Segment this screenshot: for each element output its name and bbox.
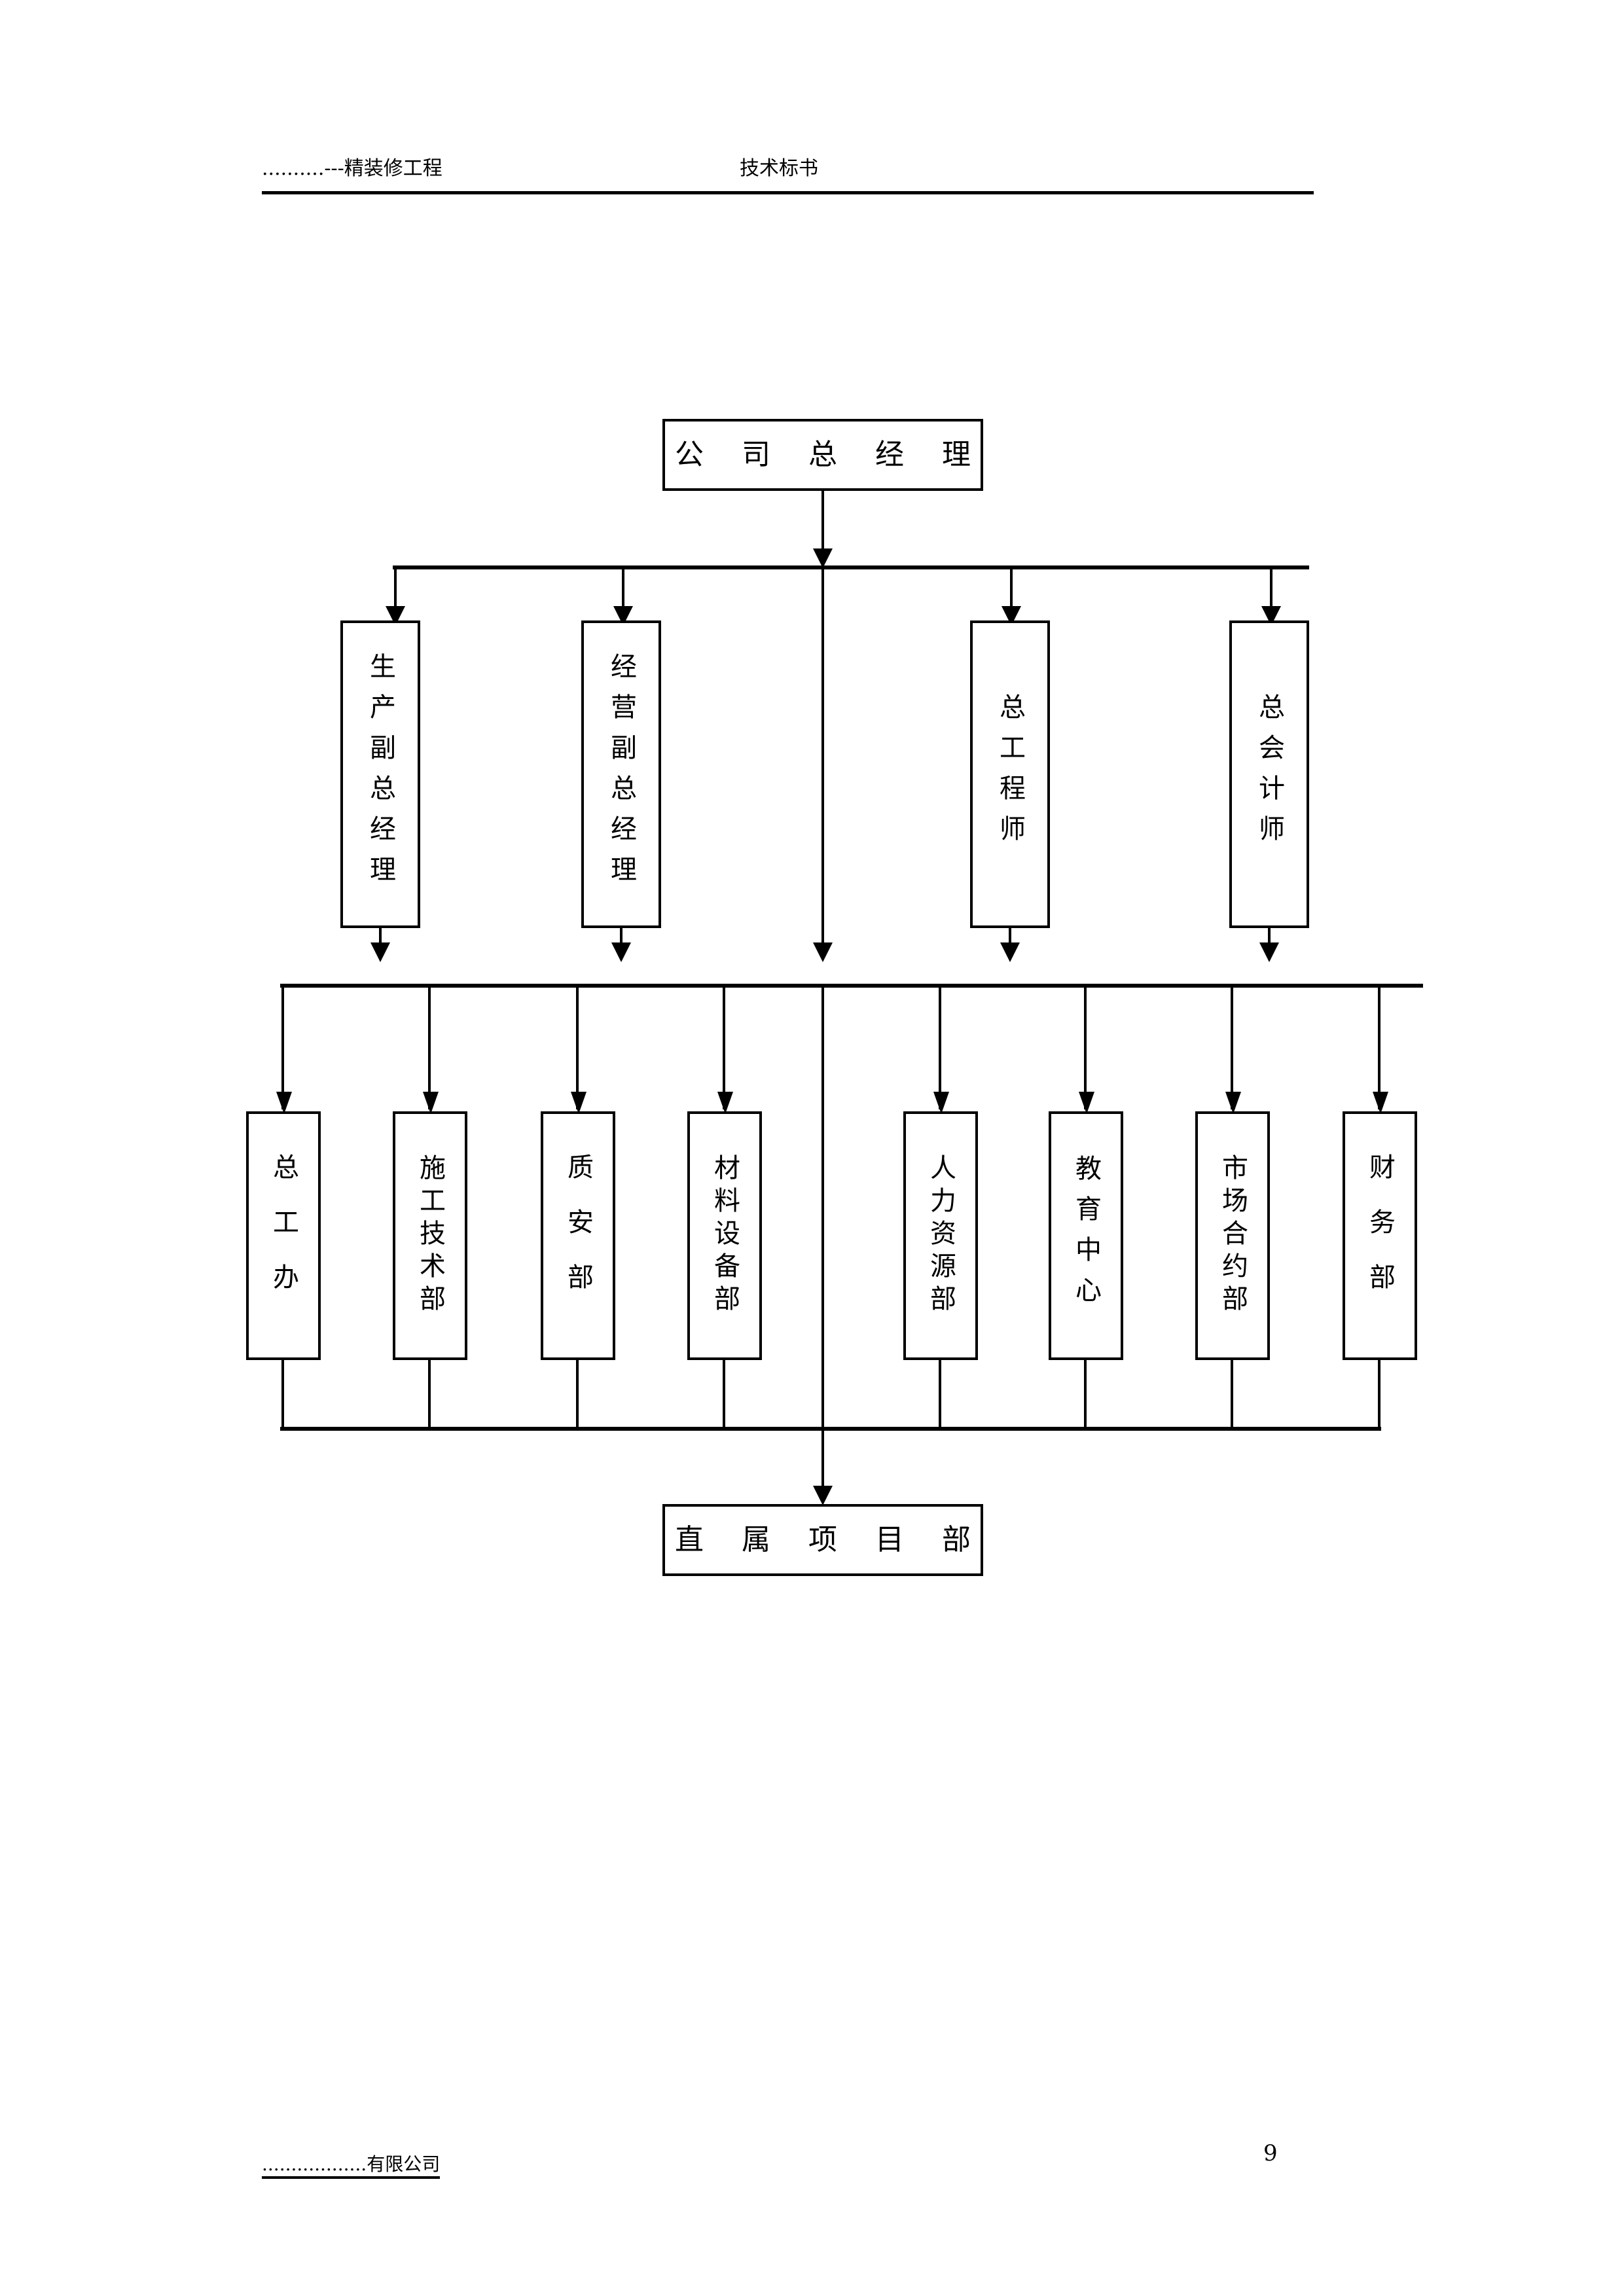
connector-bus3-to-direct-project-dept	[821, 1427, 824, 1502]
node-human-resources-dept-label: 人力资源部	[926, 1154, 956, 1318]
page-header: ..........---精装修工程 技术标书	[262, 152, 1309, 198]
node-operations-vice-gm-label: 经营副总经理	[606, 653, 636, 896]
node-chief-accountant: 总会计师	[1229, 620, 1309, 928]
arrow-bus2-to-dept-8	[1373, 1092, 1388, 1114]
connector-trunk-bus2-to-bus3	[821, 984, 824, 1429]
connector-bus1-to-operations-vgm	[622, 567, 624, 619]
bus-level2	[393, 565, 1309, 569]
bus-level3	[280, 984, 1423, 988]
connector-bus1-to-production-vgm	[394, 567, 397, 619]
collector-dept-6	[1084, 1360, 1087, 1429]
node-general-manager-label: 公 司 总 经 理	[675, 438, 983, 471]
node-construction-technology-dept: 施工技术部	[393, 1111, 467, 1360]
node-finance-dept: 财务部	[1343, 1111, 1417, 1360]
node-chief-accountant-label: 总会计师	[1254, 693, 1284, 855]
arrow-bus2-to-dept-6	[1079, 1092, 1094, 1114]
node-education-center-label: 教育中心	[1071, 1155, 1101, 1317]
node-chief-engineer-office: 总工办	[246, 1111, 321, 1360]
connector-bus2-to-dept-2	[428, 985, 431, 1109]
arrow-bus2-to-dept-4	[717, 1092, 733, 1114]
node-market-contract-dept-label: 市场合约部	[1218, 1154, 1248, 1318]
arrow-chief-engineer-to-bus2	[1000, 942, 1020, 962]
arrow-chief-accountant-to-bus2	[1259, 942, 1279, 962]
node-chief-engineer-office-label: 总工办	[268, 1153, 298, 1318]
node-general-manager: 公 司 总 经 理	[662, 419, 983, 491]
node-construction-technology-dept-label: 施工技术部	[415, 1154, 445, 1318]
header-document-type: 技术标书	[740, 157, 818, 180]
connector-bus2-to-dept-7	[1231, 985, 1233, 1109]
connector-chief-engineer-to-bus2	[1009, 928, 1011, 946]
arrow-bus2-to-dept-2	[423, 1092, 439, 1114]
arrow-trunk-to-bus2	[813, 942, 833, 962]
connector-bus2-to-dept-1	[281, 985, 284, 1109]
node-quality-safety-dept: 质安部	[541, 1111, 615, 1360]
collector-dept-5	[939, 1360, 941, 1429]
collector-dept-2	[428, 1360, 431, 1429]
connector-bus2-to-dept-3	[576, 985, 579, 1109]
collector-dept-7	[1231, 1360, 1233, 1429]
connector-gm-to-bus1	[821, 491, 824, 564]
collector-dept-3	[576, 1360, 579, 1429]
arrow-operations-vgm-to-bus2	[611, 942, 631, 962]
node-quality-safety-dept-label: 质安部	[563, 1153, 593, 1318]
arrow-bus2-to-dept-5	[933, 1092, 949, 1114]
connector-bus2-to-dept-4	[723, 985, 725, 1109]
collector-dept-4	[723, 1360, 725, 1429]
connector-bus1-to-chief-accountant	[1270, 567, 1272, 619]
bus-collector	[280, 1427, 1381, 1431]
node-education-center: 教育中心	[1049, 1111, 1123, 1360]
node-production-vice-gm-label: 生产副总经理	[365, 653, 395, 896]
header-divider-rule	[262, 191, 1314, 194]
arrow-production-vgm-to-bus2	[370, 942, 390, 962]
node-human-resources-dept: 人力资源部	[903, 1111, 978, 1360]
footer-company-name: ..................有限公司	[262, 2155, 441, 2179]
node-materials-equipment-dept-label: 材料设备部	[710, 1154, 740, 1318]
node-direct-project-dept: 直 属 项 目 部	[662, 1504, 983, 1576]
node-chief-engineer-label: 总工程师	[995, 693, 1025, 855]
node-market-contract-dept: 市场合约部	[1195, 1111, 1270, 1360]
connector-bus2-to-dept-6	[1084, 985, 1087, 1109]
header-project-title: ..........---精装修工程	[262, 157, 442, 180]
arrow-bus2-to-dept-1	[276, 1092, 292, 1114]
arrow-gm-to-bus1	[813, 548, 833, 568]
connector-production-vgm-to-bus2	[379, 928, 382, 946]
connector-chief-accountant-to-bus2	[1268, 928, 1271, 946]
node-materials-equipment-dept: 材料设备部	[687, 1111, 762, 1360]
node-direct-project-dept-label: 直 属 项 目 部	[675, 1523, 983, 1556]
arrow-bus2-to-dept-7	[1225, 1092, 1241, 1114]
arrow-bus3-to-direct-project-dept	[813, 1486, 833, 1505]
node-finance-dept-label: 财务部	[1365, 1153, 1395, 1318]
arrow-bus2-to-dept-3	[571, 1092, 586, 1114]
node-chief-engineer: 总工程师	[970, 620, 1050, 928]
footer-page-number: 9	[1263, 2140, 1278, 2166]
collector-dept-1	[281, 1360, 284, 1429]
connector-bus2-to-dept-5	[939, 985, 941, 1109]
connector-operations-vgm-to-bus2	[620, 928, 623, 946]
connector-bus2-to-dept-8	[1378, 985, 1380, 1109]
connector-gm-trunk-to-bus2	[821, 565, 824, 945]
node-operations-vice-gm: 经营副总经理	[581, 620, 661, 928]
collector-dept-8	[1378, 1360, 1380, 1429]
node-production-vice-gm: 生产副总经理	[340, 620, 420, 928]
connector-bus1-to-chief-engineer	[1010, 567, 1013, 619]
